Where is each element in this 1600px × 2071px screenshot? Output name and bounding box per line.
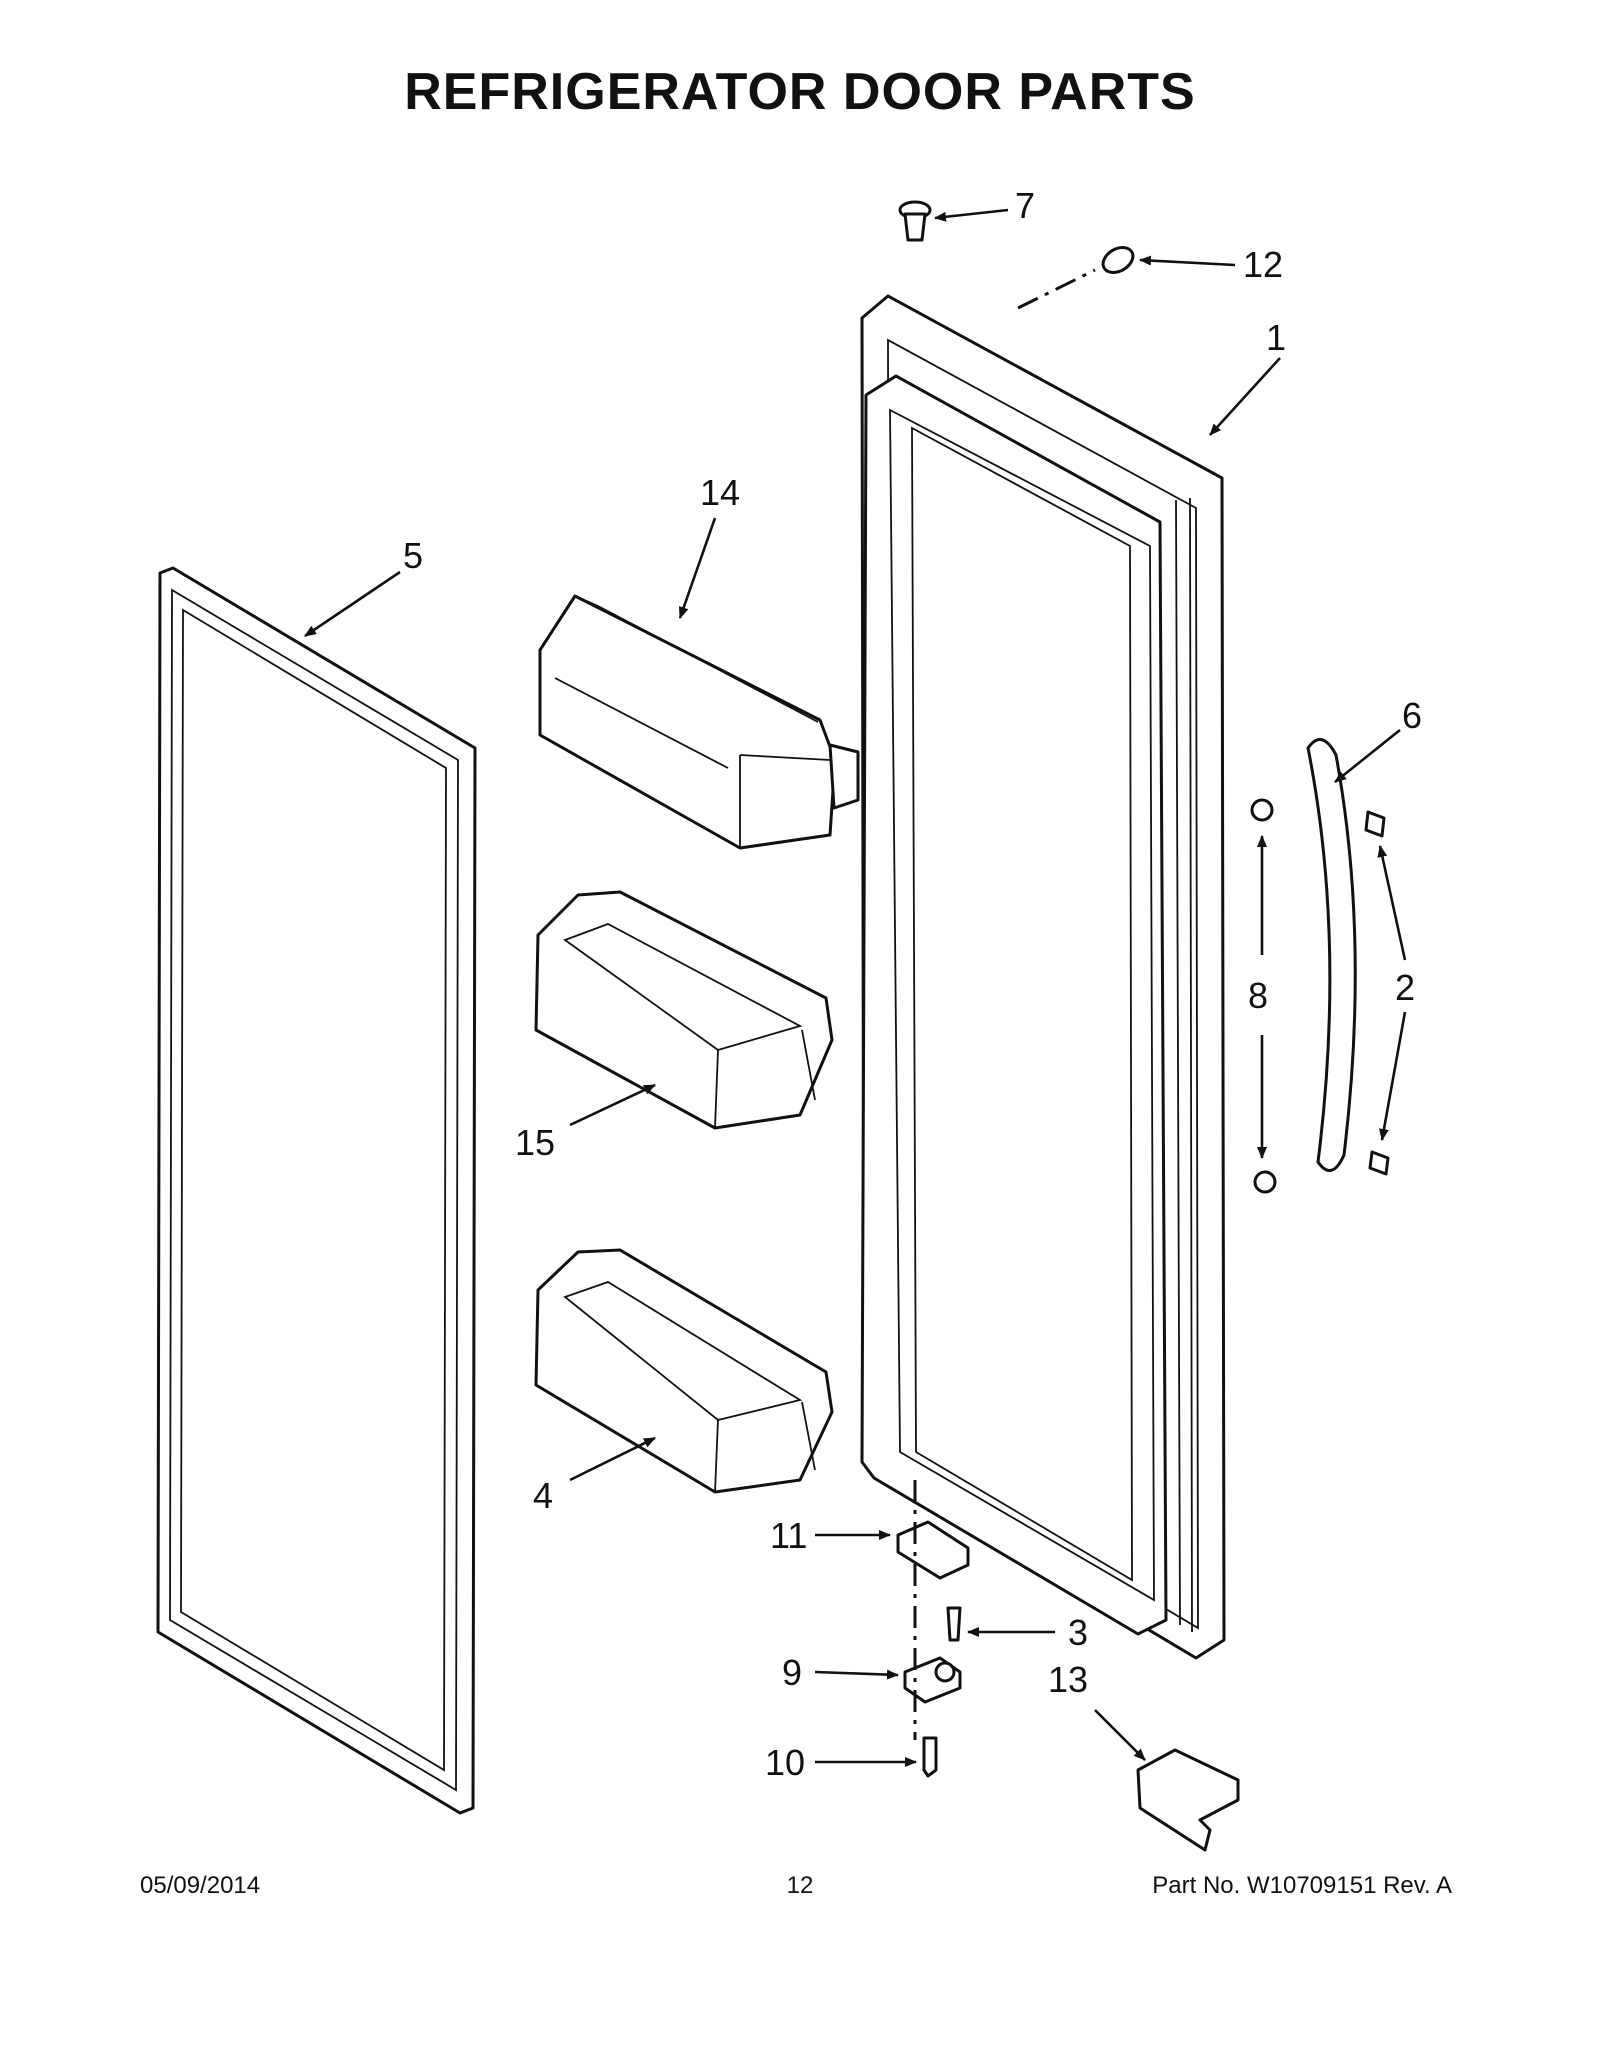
hinge-bushing-plate-part bbox=[896, 1520, 970, 1580]
leader-arrow-2-up bbox=[1377, 845, 1407, 961]
door-assembly-part bbox=[860, 294, 1226, 1660]
hinge-plug-part bbox=[898, 200, 932, 242]
callout-12: 12 bbox=[1243, 244, 1283, 285]
leader-arrow-5 bbox=[304, 570, 401, 638]
screw-part bbox=[946, 1606, 962, 1642]
callout-15: 15 bbox=[515, 1122, 555, 1163]
leader-arrow-15 bbox=[569, 1083, 656, 1127]
callout-2: 2 bbox=[1395, 967, 1415, 1008]
hinge-cover-part bbox=[1136, 1748, 1240, 1852]
callout-5: 5 bbox=[403, 535, 423, 576]
callout-14: 14 bbox=[700, 472, 740, 513]
leader-arrow-9 bbox=[814, 1669, 899, 1680]
leader-arrow-12 bbox=[1139, 255, 1236, 267]
callout-11: 11 bbox=[770, 1515, 807, 1556]
callout-3: 3 bbox=[1068, 1612, 1088, 1653]
footer-page-number: 12 bbox=[786, 1872, 814, 1899]
footer-part-number: Part No. W10709151 Rev. A bbox=[1152, 1872, 1452, 1899]
callout-4: 4 bbox=[533, 1475, 553, 1516]
callout-1: 1 bbox=[1266, 317, 1286, 358]
leader-arrow-6 bbox=[1334, 728, 1401, 784]
callout-7: 7 bbox=[1015, 185, 1035, 226]
leader-arrow-13 bbox=[1094, 1709, 1146, 1761]
callout-8: 8 bbox=[1248, 975, 1268, 1016]
leader-arrow-7 bbox=[934, 208, 1009, 222]
leader-arrow-4 bbox=[569, 1436, 656, 1482]
callout-9: 9 bbox=[782, 1652, 802, 1693]
middle-door-bin-part bbox=[534, 890, 834, 1130]
callout-6: 6 bbox=[1402, 695, 1422, 736]
callout-10: 10 bbox=[765, 1742, 805, 1783]
alignment-line-top bbox=[1017, 268, 1096, 310]
leader-arrow-2-down bbox=[1379, 1011, 1407, 1141]
leader-arrow-14 bbox=[678, 517, 717, 619]
lower-door-bin-part bbox=[534, 1248, 834, 1494]
upper-door-bin-part bbox=[538, 594, 860, 850]
footer-date: 05/09/2014 bbox=[140, 1872, 261, 1899]
callout-13: 13 bbox=[1048, 1659, 1088, 1700]
page-title: REFRIGERATOR DOOR PARTS bbox=[404, 63, 1196, 121]
hinge-screw-part bbox=[922, 1736, 938, 1778]
lower-hinge-part bbox=[903, 1656, 962, 1704]
leader-arrow-1 bbox=[1209, 357, 1281, 436]
o-ring-part bbox=[1101, 246, 1135, 274]
door-handle-part bbox=[1250, 738, 1390, 1194]
door-gasket-part bbox=[156, 566, 477, 1815]
